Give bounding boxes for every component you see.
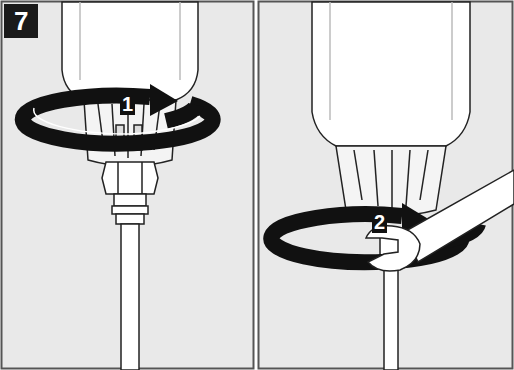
wrench: [366, 170, 514, 271]
turn-arrow: [23, 84, 213, 144]
filter-housing: [62, 2, 198, 370]
callout-number: 1: [120, 93, 135, 115]
step-badge: [4, 4, 38, 38]
filter-housing: [312, 2, 470, 370]
step-number: 7: [12, 7, 30, 35]
callout-number: 2: [372, 211, 387, 233]
